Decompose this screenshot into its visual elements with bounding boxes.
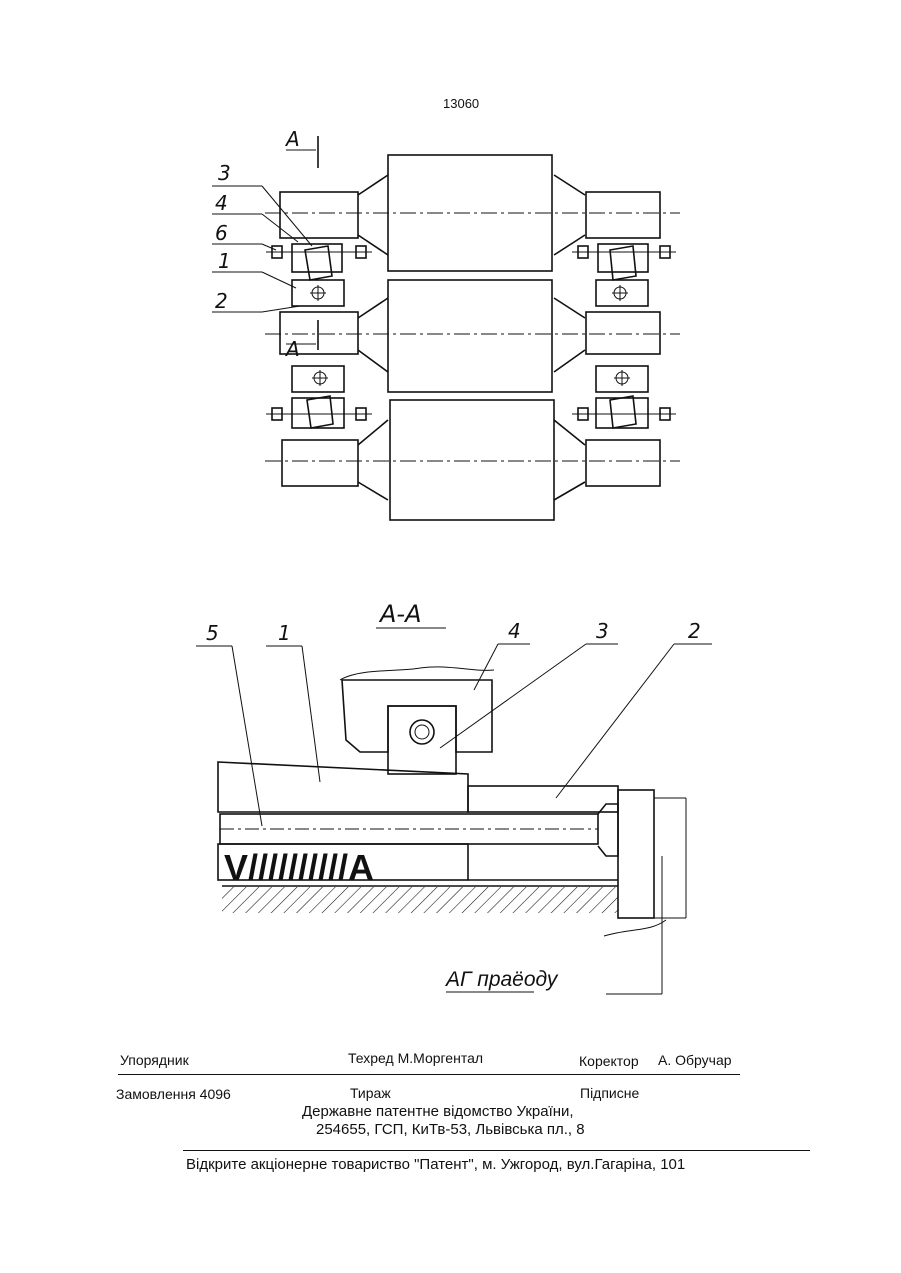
- corrector-name: А. Обручар: [658, 1052, 732, 1068]
- section-overlay-text: V//////////A: [224, 847, 374, 888]
- patent-office-line-1: Державне патентне відомство України,: [302, 1103, 574, 1120]
- section-view-drawing: A-A 5 1 4: [0, 0, 901, 1000]
- corrector-label: Коректор: [579, 1053, 639, 1069]
- section-caption: АГ праёоду: [444, 968, 559, 991]
- subscription-label: Підписне: [580, 1085, 639, 1101]
- techred-label: Техред М.Моргентал: [348, 1050, 483, 1066]
- callout-5-section: 5: [206, 621, 219, 645]
- colophon-rule-2: [183, 1150, 810, 1151]
- section-title: A-A: [378, 600, 422, 628]
- callout-1-section: 1: [278, 621, 291, 645]
- order-number: Замовлення 4096: [116, 1086, 231, 1102]
- callout-3-section: 3: [596, 619, 609, 643]
- colophon-rule-1: [118, 1074, 740, 1075]
- patent-office-line-2: 254655, ГСП, КиТв-53, Львівська пл., 8: [316, 1121, 585, 1138]
- callout-4-section: 4: [508, 619, 521, 643]
- callout-2-section: 2: [688, 619, 701, 643]
- circulation-label: Тираж: [350, 1085, 391, 1101]
- printer-line: Відкрите акціонерне товариство "Патент",…: [186, 1156, 685, 1173]
- compiler-label: Упорядник: [120, 1052, 189, 1068]
